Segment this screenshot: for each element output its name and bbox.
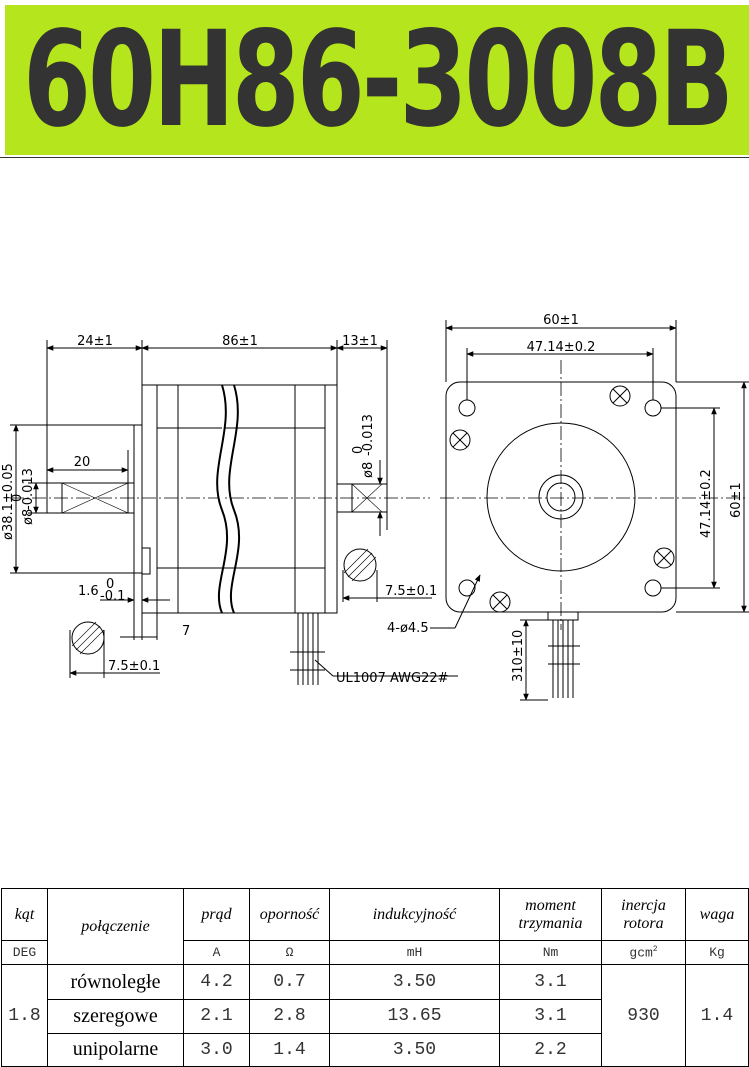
row-current: 2.1 [183,998,250,1034]
unit-current: A [183,940,250,966]
header-resistance: oporność [249,887,330,942]
dim-flat-front: 7.5±0.1 [108,659,160,674]
wire-spec-label: UL1007 AWG22# [336,671,449,686]
model-title: 60H86-3008B [23,5,734,155]
row-torque: 2.2 [499,1032,602,1067]
row-resistance: 1.4 [249,1032,330,1067]
row-inductance: 3.50 [329,1032,500,1067]
tol-rear-zero: 0 [351,446,366,454]
unit-weight: Kg [685,940,749,966]
value-angle: 1.8 [1,964,48,1067]
unit-resistance: Ω [249,940,330,966]
unit-angle: DEG [1,940,48,966]
row-resistance: 0.7 [249,964,330,1000]
dim-holes: 4-ø4.5 [387,621,429,636]
header-divider [0,157,749,158]
table-row: unipolarne 3.0 1.4 3.50 2.2 [2,1032,749,1067]
side-view [10,340,458,685]
row-current: 3.0 [183,1032,250,1067]
row-torque: 3.1 [499,998,602,1034]
tol-shaft-minus: -0.013 [21,468,36,510]
dim-shaft-length: 24±1 [77,334,113,349]
header-angle: kąt [1,887,48,942]
dim-key-length: 20 [74,455,91,470]
tol-boss-zero: 0 [106,577,114,592]
technical-drawing: 24±1 86±1 13±1 20 ø38.1±0.05 ø8 0 -0.013… [1,313,749,701]
dim-flange-thickness: 7 [182,624,190,639]
tol-boss-minus: -0.1 [100,589,125,604]
tol-shaft-zero: 0 [10,494,25,502]
front-view [430,320,749,701]
row-current: 4.2 [183,964,250,1000]
row-connection: unipolarne [47,1032,184,1067]
title-banner: 60H86-3008B [5,5,749,155]
unit-inductance: mH [329,940,500,966]
row-inductance: 13.65 [329,998,500,1034]
table-row: 1.8 równoległe 4.2 0.7 3.50 3.1 930 1.4 [1,964,749,1067]
unit-torque: Nm [499,940,602,966]
row-torque: 3.1 [499,964,602,1000]
header-current: prąd [183,887,250,942]
header-inductance: indukcyjność [329,887,500,942]
dim-flat-rear: 7.5±0.1 [385,584,437,599]
dim-body-length: 86±1 [222,334,258,349]
dim-flange-diameter: ø38.1±0.05 [1,463,16,540]
header-weight: waga [685,887,749,942]
unit-inertia: gcm2 [601,940,686,966]
table-row: szeregowe 2.1 2.8 13.65 3.1 [2,998,749,1034]
header-connection: połączenie [47,887,184,966]
row-resistance: 2.8 [249,998,330,1034]
dim-height: 60±1 [729,482,744,518]
dim-hole-spacing-v: 47.14±0.2 [699,469,714,538]
dim-lead-length: 310±10 [511,630,526,682]
tol-rear-minus: -0.013 [361,414,376,456]
dim-shaft-diameter: ø8 [21,509,36,525]
dim-hole-spacing-h: 47.14±0.2 [527,340,596,355]
value-weight: 1.4 [685,964,749,1067]
dim-width: 60±1 [543,313,579,328]
value-inertia: 930 [601,964,686,1067]
dim-boss-height: 1.6 [78,584,99,599]
row-connection: szeregowe [47,998,184,1034]
row-inductance: 3.50 [329,964,500,1000]
spec-table: kąt połączenie prąd oporność indukcyjnoś… [1,887,749,1067]
dim-rear-shaft: 13±1 [342,334,378,349]
row-connection: równoległe [47,964,184,1000]
dim-rear-diameter: ø8 [361,462,376,478]
